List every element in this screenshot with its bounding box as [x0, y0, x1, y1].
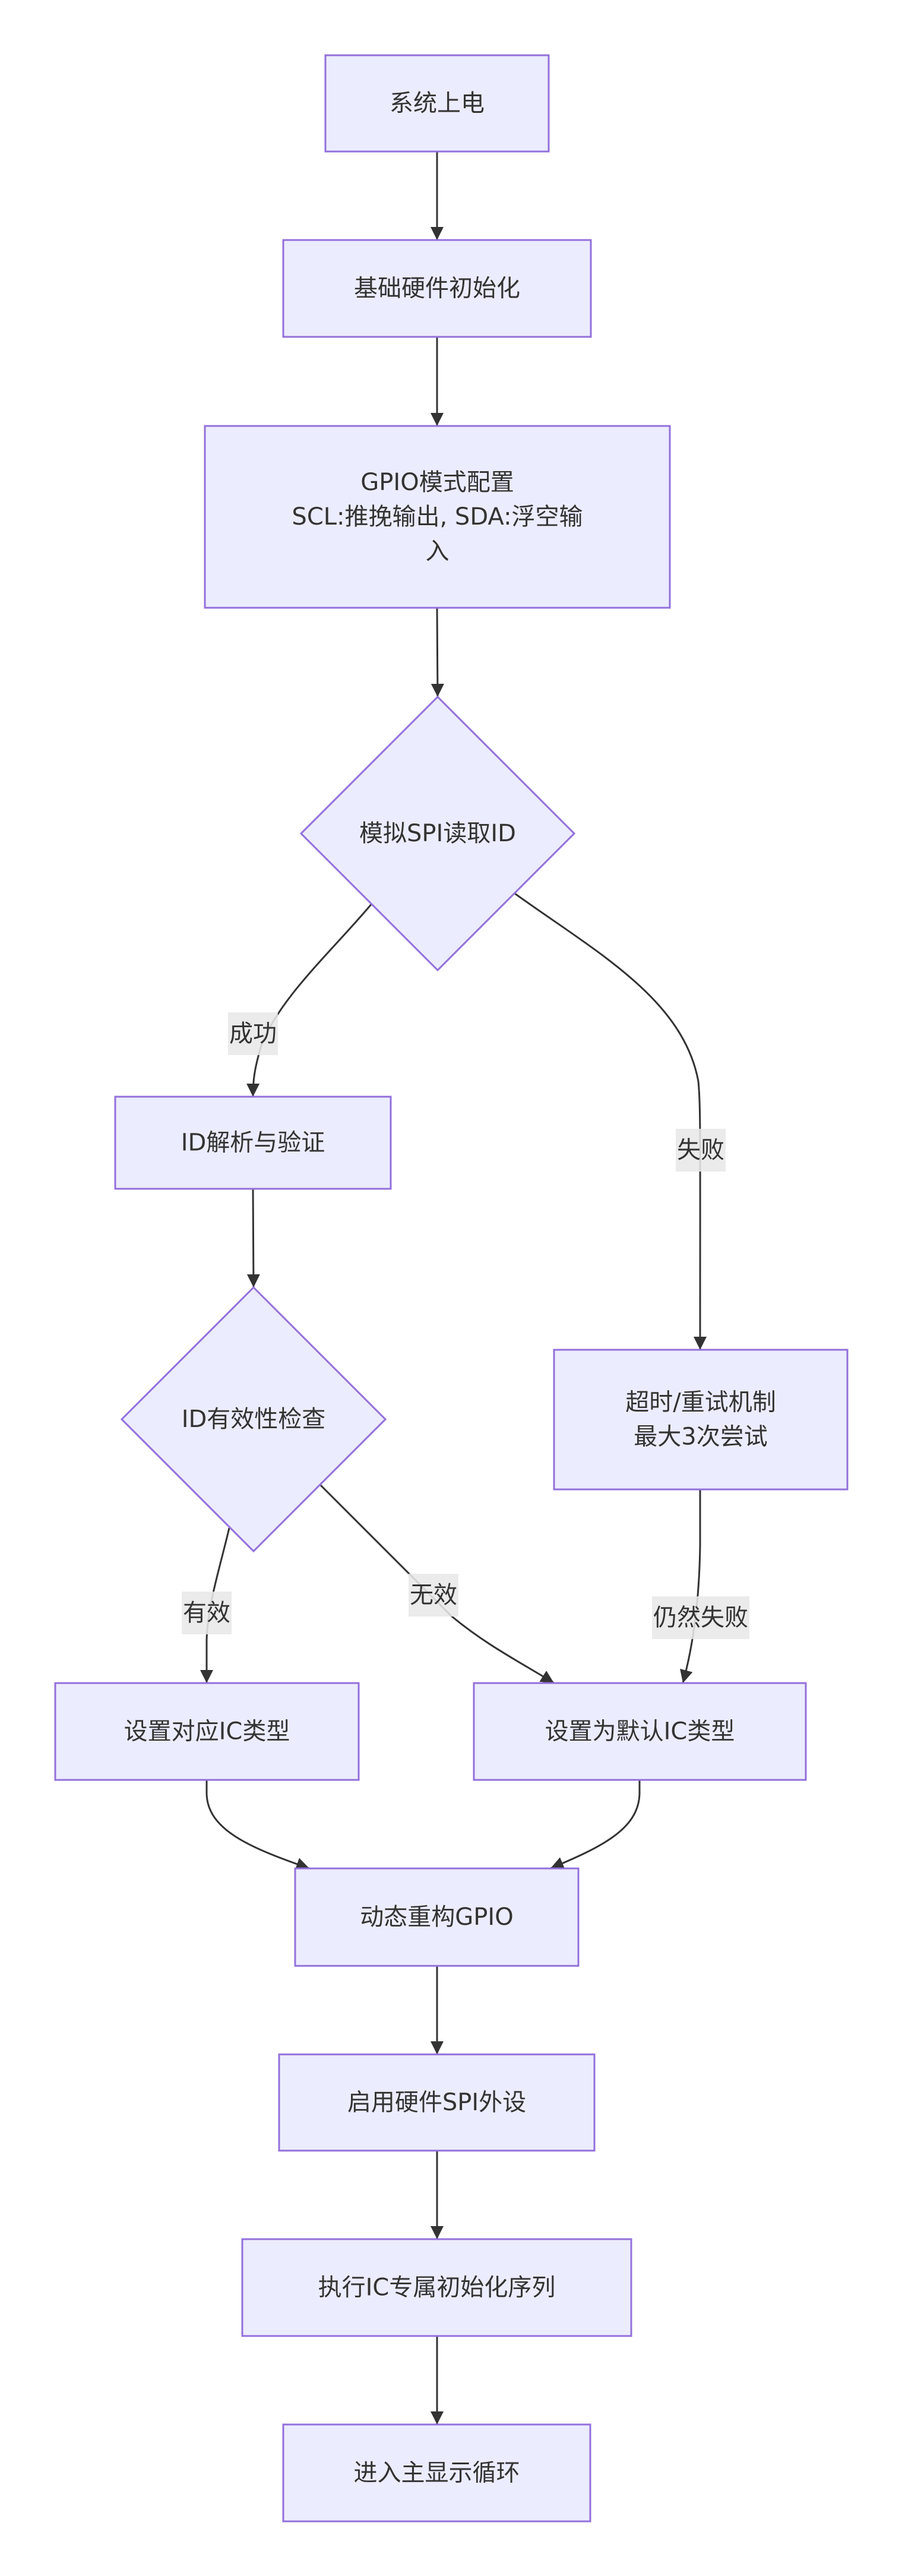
edge-label: 失败 — [676, 1129, 726, 1172]
process-box — [278, 2053, 596, 2152]
arrowhead-icon — [200, 1670, 213, 1683]
node-enable-hw-spi[interactable]: 启用硬件SPI外设 — [278, 2053, 596, 2152]
node-label: 进入主显示循环 — [354, 2460, 520, 2487]
edge-label-text: 失败 — [677, 1137, 724, 1164]
node-power-on[interactable]: 系统上电 — [324, 54, 550, 153]
node-label: SCL:推挽输出, SDA:浮空输 — [292, 503, 583, 531]
node-label: 动态重构GPIO — [360, 1903, 513, 1931]
arrowhead-icon — [694, 1336, 707, 1350]
node-label: 执行IC专属初始化序列 — [318, 2274, 556, 2302]
node-soft-spi-read-id[interactable]: 模拟SPI读取ID — [299, 695, 576, 972]
edge-label-background — [228, 1012, 278, 1055]
process-box — [553, 1349, 849, 1491]
edge-label: 有效 — [182, 1592, 232, 1634]
node-label: ID解析与验证 — [181, 1129, 325, 1157]
node-basic-hw-init[interactable]: 基础硬件初始化 — [282, 239, 592, 338]
edge-gpio-config-to-soft-spi-read-id — [436, 607, 439, 697]
edge-label-text: 有效 — [183, 1599, 230, 1627]
node-set-ic-type[interactable]: 设置对应IC类型 — [54, 1682, 360, 1781]
process-box — [282, 2423, 591, 2523]
edge-set-ic-type-to-reconfig-gpio — [205, 1780, 310, 1870]
edge-set-default-ic-to-reconfig-gpio — [550, 1780, 641, 1870]
node-label: 模拟SPI读取ID — [359, 820, 516, 847]
arrowhead-icon — [431, 2041, 444, 2054]
edge-label-background — [409, 1574, 458, 1617]
edge-retry-to-set-default-ic — [682, 1489, 701, 1684]
process-box — [204, 425, 671, 609]
node-label: 基础硬件初始化 — [354, 275, 520, 302]
node-ic-init-seq[interactable]: 执行IC专属初始化序列 — [241, 2238, 632, 2337]
edge-label: 成功 — [228, 1012, 278, 1055]
node-label: 入 — [426, 538, 450, 565]
node-label: GPIO模式配置 — [360, 469, 514, 496]
process-box — [473, 1682, 807, 1781]
arrowhead-icon — [295, 1858, 309, 1871]
arrowhead-icon — [246, 1083, 260, 1097]
arrowhead-icon — [431, 683, 444, 697]
edge-label: 仍然失败 — [652, 1596, 749, 1639]
arrowhead-icon — [431, 227, 444, 240]
node-id-parse[interactable]: ID解析与验证 — [114, 1096, 392, 1190]
edge-label-text: 无效 — [410, 1581, 457, 1609]
edge-label-background — [182, 1592, 232, 1634]
edge-label: 无效 — [409, 1574, 458, 1617]
node-label: 启用硬件SPI外设 — [347, 2089, 526, 2116]
node-label: 设置对应IC类型 — [124, 1718, 290, 1745]
node-label: 设置为默认IC类型 — [545, 1718, 735, 1745]
process-box — [54, 1682, 360, 1781]
node-reconfig-gpio[interactable]: 动态重构GPIO — [294, 1867, 580, 1967]
edge-soft-spi-read-id-to-retry — [514, 892, 701, 1350]
node-label: 超时/重试机制 — [625, 1389, 776, 1416]
process-box — [282, 239, 592, 338]
decision-diamond — [120, 1286, 387, 1553]
arrowhead-icon — [680, 1668, 693, 1683]
node-label: ID有效性检查 — [182, 1406, 326, 1433]
process-box — [114, 1096, 392, 1190]
node-label: 最大3次尝试 — [634, 1423, 767, 1451]
edge-soft-spi-read-id-to-id-parse — [252, 902, 374, 1097]
edge-label-background — [652, 1596, 749, 1639]
edge-label-background — [676, 1129, 726, 1172]
arrowhead-icon — [550, 1857, 565, 1870]
node-label: 系统上电 — [390, 90, 485, 117]
arrowhead-icon — [539, 1671, 554, 1683]
process-box — [241, 2238, 632, 2337]
node-main-loop[interactable]: 进入主显示循环 — [282, 2423, 591, 2523]
arrowhead-icon — [431, 2411, 444, 2425]
decision-diamond — [299, 695, 576, 972]
edge-id-parse-to-id-valid-check — [252, 1188, 255, 1288]
edge-label-text: 成功 — [229, 1020, 277, 1047]
arrowhead-icon — [431, 2226, 444, 2239]
edge-label-text: 仍然失败 — [653, 1604, 748, 1631]
arrowhead-icon — [431, 413, 444, 426]
node-id-valid-check[interactable]: ID有效性检查 — [120, 1286, 387, 1553]
process-box — [294, 1867, 580, 1967]
arrowhead-icon — [246, 1274, 260, 1287]
process-box — [324, 54, 550, 153]
node-set-default-ic[interactable]: 设置为默认IC类型 — [473, 1682, 807, 1781]
